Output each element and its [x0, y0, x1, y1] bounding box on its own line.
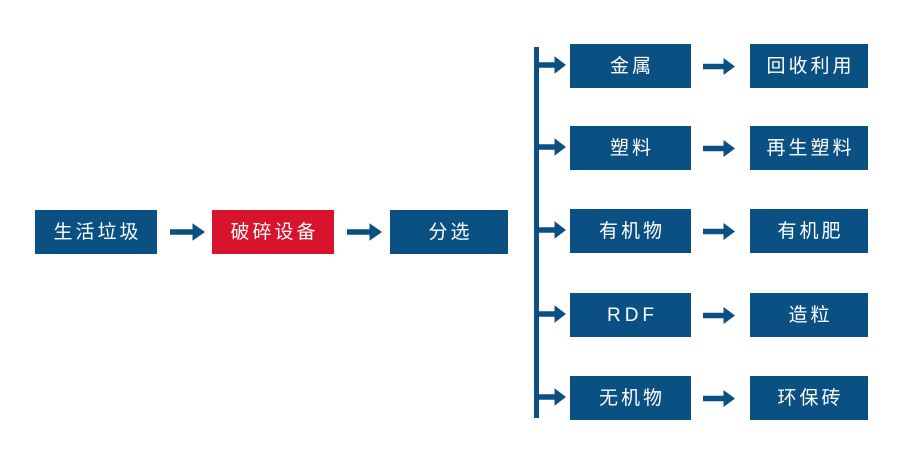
branch-material-organic[interactable]: 有机物 [570, 209, 691, 253]
arrow-right-icon [345, 218, 385, 246]
arrow-right-icon [700, 135, 738, 161]
branch-material-rdf[interactable]: RDF [570, 293, 691, 337]
branch-arrow-icon [537, 219, 569, 243]
branch-arrow-icon [537, 54, 569, 78]
arrow-right-icon [700, 218, 738, 244]
branch-product-organic-fertilizer[interactable]: 有机肥 [750, 209, 868, 253]
branch-product-pelletizing[interactable]: 造粒 [750, 293, 868, 337]
branch-material-metal[interactable]: 金属 [570, 44, 691, 88]
arrow-right-icon [700, 385, 738, 411]
branch-trunk-line [534, 47, 539, 418]
branch-material-plastic[interactable]: 塑料 [570, 126, 691, 170]
arrow-right-icon [700, 302, 738, 328]
process-node-household-waste[interactable]: 生活垃圾 [35, 210, 157, 254]
arrow-right-icon [168, 218, 208, 246]
arrow-right-icon [700, 53, 738, 79]
process-node-sorting[interactable]: 分选 [390, 210, 508, 254]
process-node-crushing-equipment[interactable]: 破碎设备 [212, 210, 334, 254]
branch-arrow-icon [537, 386, 569, 410]
branch-arrow-icon [537, 136, 569, 160]
branch-arrow-icon [537, 303, 569, 327]
branch-product-recycling[interactable]: 回收利用 [750, 44, 868, 88]
branch-product-recycled-plastic[interactable]: 再生塑料 [750, 126, 868, 170]
branch-material-inorganic[interactable]: 无机物 [570, 376, 691, 420]
branch-product-eco-brick[interactable]: 环保砖 [750, 376, 868, 420]
